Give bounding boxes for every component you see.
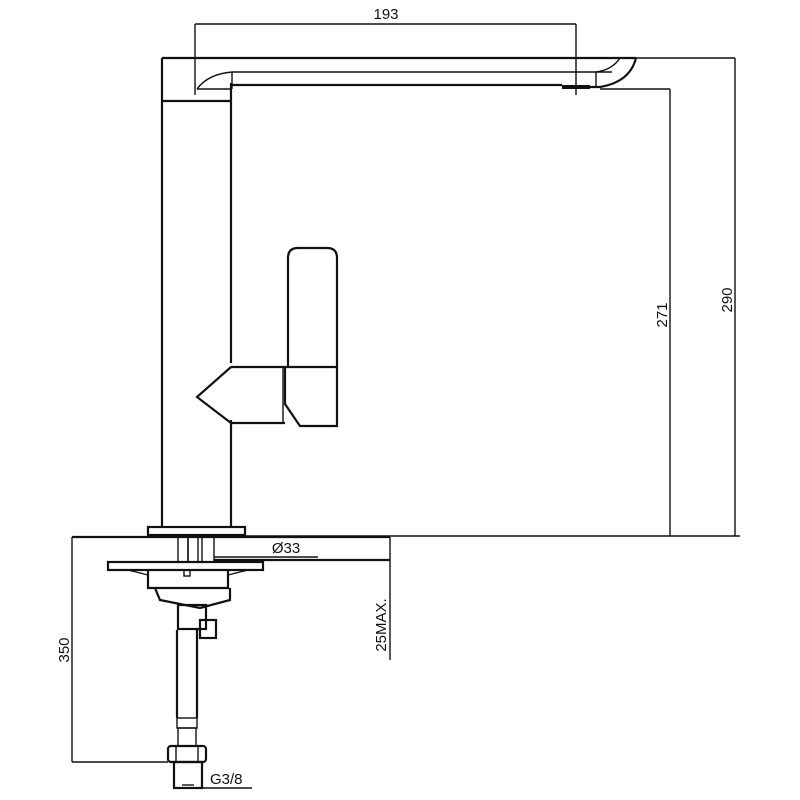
dimension-spout-height: 271 [600,88,671,536]
label-overall-height: 290 [719,287,736,312]
label-hole-diameter: Ø33 [272,540,300,557]
label-hose-length: 350 [56,637,73,662]
base-flange [72,525,390,539]
label-deck-thickness: 25MAX. [373,598,390,651]
lever-handle [195,246,339,428]
label-spout-height: 271 [654,302,671,327]
label-connection-thread: G3/8 [210,771,243,788]
faucet-body [160,56,636,527]
mounting-assembly [106,536,390,640]
spout [196,57,638,90]
dimension-spout-reach: 193 [194,6,577,95]
dimension-hole-diameter: Ø33 [214,540,318,558]
label-spout-reach: 193 [373,6,398,23]
dimension-connection-thread: G3/8 [202,771,252,789]
dimension-overall-height: 290 [245,57,740,537]
flexible-hose [166,630,208,790]
dimension-deck-thickness: 25MAX. [373,537,391,660]
dimension-hose-length: 350 [56,537,168,763]
